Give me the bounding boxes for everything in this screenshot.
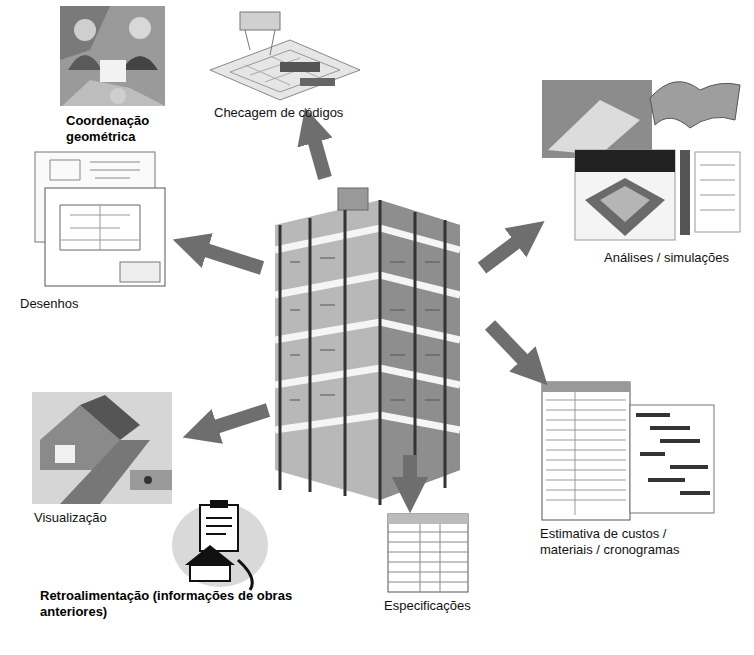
caption-label: Especificações bbox=[384, 598, 524, 614]
estimate-picture bbox=[542, 382, 714, 520]
caption-label: Desenhos bbox=[20, 296, 140, 312]
drawings-picture bbox=[35, 152, 165, 286]
specifications-picture bbox=[388, 514, 468, 592]
caption-label: Retroalimentação (informações de obras a… bbox=[40, 588, 330, 619]
caption-label: Estimativa de custos / materiais / crono… bbox=[540, 526, 710, 557]
caption-label: Visualização bbox=[34, 510, 164, 526]
code-check-picture bbox=[210, 12, 360, 100]
meeting-picture bbox=[60, 6, 165, 106]
caption-label: Coordenação geométrica bbox=[66, 113, 176, 144]
caption-label: Checagem de códigos bbox=[214, 105, 384, 121]
visualization-picture bbox=[32, 392, 172, 504]
caption-label: Análises / simulações bbox=[604, 250, 749, 266]
analysis-picture bbox=[542, 80, 740, 240]
building-model bbox=[275, 188, 460, 505]
arrows bbox=[190, 125, 535, 495]
feedback-icon bbox=[172, 500, 268, 590]
